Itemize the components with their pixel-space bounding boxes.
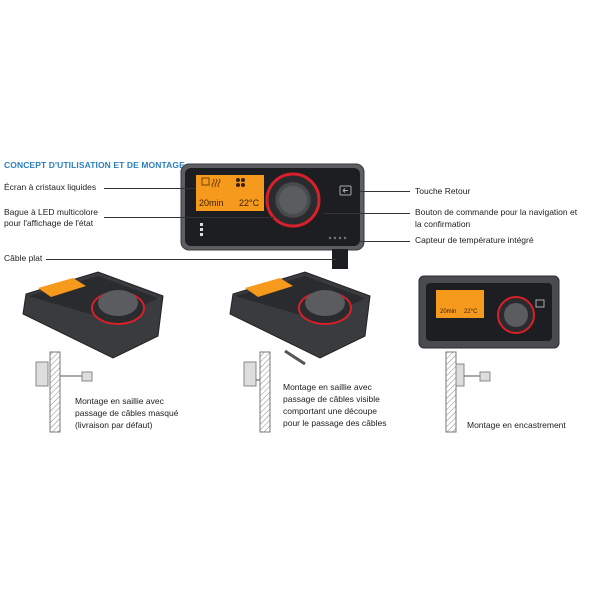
flat-cable [332, 249, 348, 269]
caption-mounting-1: Montage en saillie avec passage de câble… [75, 395, 179, 431]
mounting-diagram-2 [243, 351, 271, 433]
label-temp-sensor: Capteur de température intégré [415, 235, 534, 245]
small-lcd-time: 20min [440, 309, 457, 315]
caption-mounting-3: Montage en encastrement [467, 419, 566, 431]
heater-icon [201, 177, 221, 188]
caption-line: Montage en encastrement [467, 420, 566, 430]
mounting-diagram-3 [445, 351, 491, 433]
leader-line [360, 241, 410, 242]
caption-line: comportant une découpe [283, 406, 378, 416]
label-lcd: Écran à cristaux liquides [4, 182, 97, 192]
label-flat-cable: Câble plat [4, 253, 43, 263]
back-button [339, 185, 352, 196]
label-led-ring-1: Bague à LED multicolore [4, 207, 99, 217]
brand-logo-icon [200, 223, 203, 236]
caption-line: Montage en saillie avec [75, 396, 164, 406]
main-controller-device [180, 163, 365, 251]
leader-line [360, 191, 410, 192]
surface-mount-device-1 [22, 271, 164, 359]
lcd-screen [196, 175, 264, 211]
fan-icon [236, 178, 245, 187]
flush-mount-device [418, 275, 560, 349]
leader-line [46, 259, 336, 260]
caption-mounting-2: Montage en saillie avec passage de câble… [283, 381, 387, 429]
leader-line [104, 217, 274, 218]
surface-mount-device-2 [229, 271, 371, 366]
caption-line: (livraison par défaut) [75, 420, 153, 430]
label-control-knob-1: Bouton de commande pour la navigation et [415, 207, 578, 217]
leader-line [104, 188, 196, 189]
caption-line: pour le passage des câbles [283, 418, 387, 428]
lcd-temp: 22°C [239, 198, 260, 208]
label-control-knob-2: la confirmation [415, 219, 471, 229]
mounting-diagram-1 [35, 351, 93, 433]
caption-line: passage de câbles visible [283, 394, 380, 404]
temperature-sensor [328, 236, 347, 240]
lcd-time: 20min [199, 198, 224, 208]
small-lcd-temp: 22°C [464, 309, 478, 315]
caption-line: Montage en saillie avec [283, 382, 372, 392]
label-back-button: Touche Retour [415, 186, 471, 196]
leader-line [323, 213, 410, 214]
label-led-ring-2: pour l'affichage de l'état [4, 218, 94, 228]
caption-line: passage de câbles masqué [75, 408, 179, 418]
section-heading: CONCEPT D'UTILISATION ET DE MONTAGE : [4, 160, 191, 170]
